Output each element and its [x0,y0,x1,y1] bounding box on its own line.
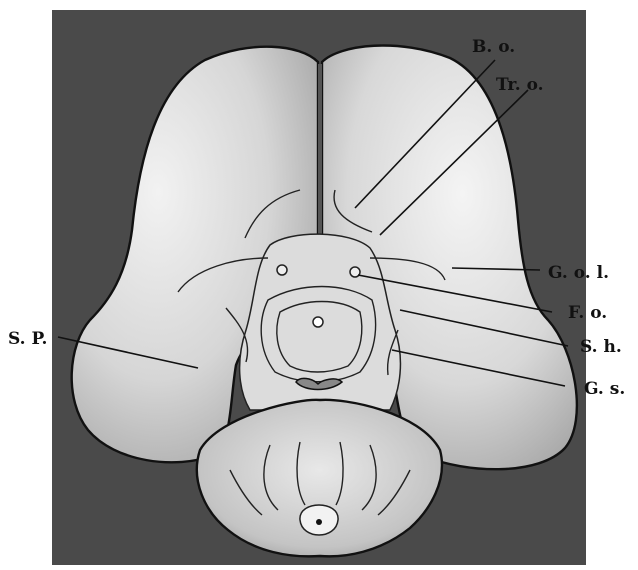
label-sh: S. h. [580,337,622,357]
label-bo: B. o. [472,37,515,57]
vermis-dot [316,519,322,525]
nodule-left [277,265,287,275]
nodule-center [313,317,323,327]
label-gol: G. o. l. [548,263,609,283]
label-tro: Tr. o. [496,75,544,95]
label-fo: F. o. [568,303,607,323]
label-gs: G. s. [584,379,625,399]
label-sp: S. P. [8,329,47,349]
